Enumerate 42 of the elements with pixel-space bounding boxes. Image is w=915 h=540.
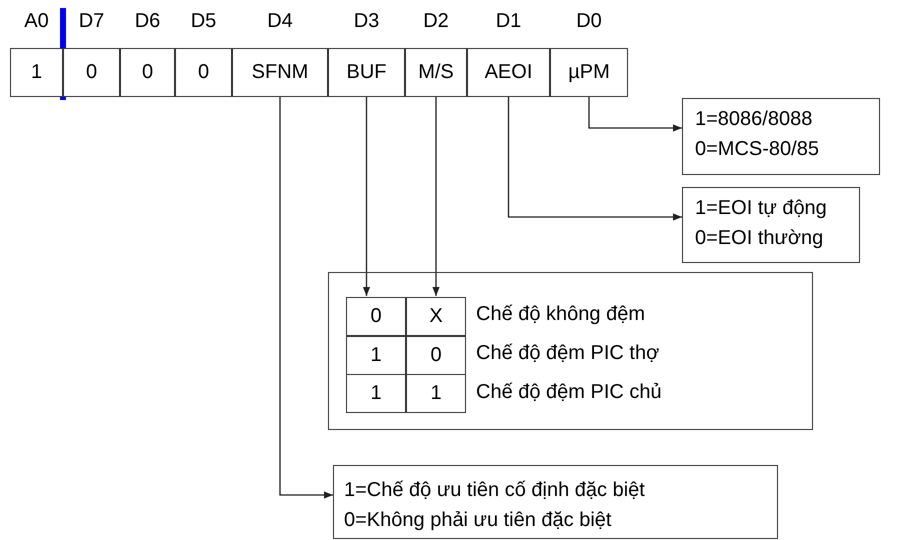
register-cell: 0: [175, 48, 232, 97]
description-text: 0=EOI thường: [695, 226, 824, 250]
register-cell: M/S: [405, 48, 467, 97]
register-cell: 0: [63, 48, 120, 97]
table-cell: 1: [346, 374, 406, 413]
table-cell: 0: [346, 297, 406, 336]
table-cell: 0: [406, 336, 466, 375]
description-text: 0=Không phải ưu tiên đặc biệt: [344, 508, 612, 532]
table-cell: X: [406, 297, 466, 336]
register-cell: SFNM: [232, 48, 328, 97]
bit-label: D1: [494, 10, 522, 33]
description-box: [682, 187, 860, 263]
bit-label: D7: [78, 10, 106, 33]
bit-label: A0: [23, 10, 50, 33]
description-text: Chế độ đệm PIC chủ: [476, 380, 662, 404]
register-cell: AEOI: [467, 48, 550, 97]
description-text: Chế độ đệm PIC thợ: [476, 341, 660, 365]
register-cell: BUF: [328, 48, 405, 97]
description-text: 1=8086/8088: [695, 107, 812, 131]
arrow: [279, 97, 333, 499]
bit-label: D5: [190, 10, 218, 33]
description-box: [333, 465, 778, 539]
register-cell: µPM: [550, 48, 628, 97]
table-cell: 1: [346, 336, 406, 375]
arrow: [588, 97, 682, 132]
table-cell: 1: [406, 374, 466, 413]
arrow: [432, 97, 440, 296]
register-cell: 1: [10, 48, 63, 97]
description-text: 0=MCS-80/85: [695, 137, 819, 161]
bit-label: D0: [575, 10, 603, 33]
description-text: 1=Chế độ ưu tiên cố định đặc biệt: [344, 478, 645, 502]
register-cell: 0: [120, 48, 175, 97]
arrow: [508, 97, 682, 221]
description-text: Chế độ không đệm: [476, 302, 646, 326]
bit-label: D2: [422, 10, 450, 33]
description-box: [682, 98, 880, 175]
bit-label: D4: [266, 10, 294, 33]
description-box: [328, 272, 813, 430]
bit-label: D6: [134, 10, 162, 33]
bit-label: D3: [352, 10, 380, 33]
description-text: 1=EOI tự động: [695, 196, 827, 220]
arrow: [362, 97, 370, 296]
